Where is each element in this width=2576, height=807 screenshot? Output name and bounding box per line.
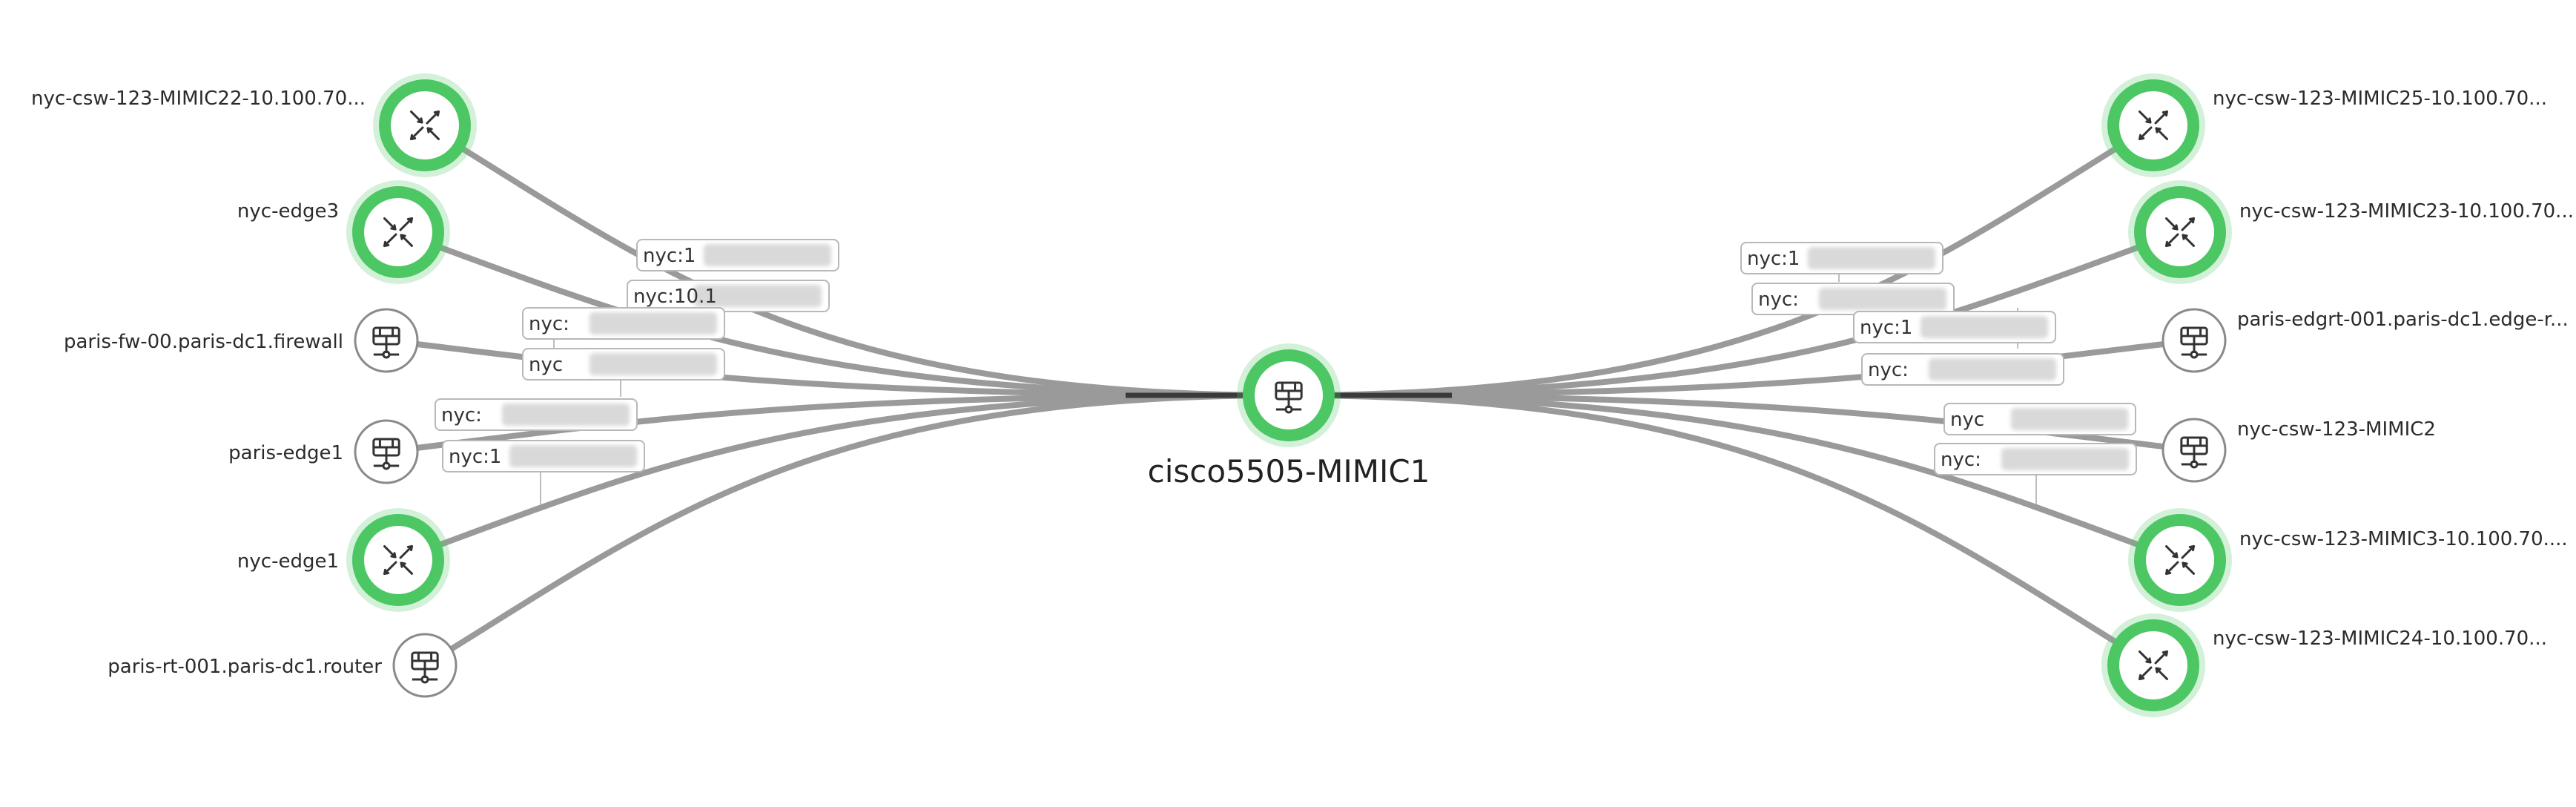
link-label-left-3[interactable]: nyc [522, 348, 725, 381]
link-line-right[interactable] [1286, 122, 2156, 398]
node-nyc-csw-123-mimic23-10-100-70[interactable]: nyc-csw-123-MIMIC23-10.100.70... [2128, 180, 2574, 284]
link-label-text: nyc: [1941, 449, 1981, 471]
redacted-region [589, 353, 717, 375]
nodes-layer: nyc-csw-123-MIMIC22-10.100.70... nyc-edge… [31, 73, 2574, 717]
link-label-text: nyc: [441, 404, 482, 426]
link-label-left-5[interactable]: nyc:1 [442, 440, 645, 472]
link-label-right-1[interactable]: nyc: [1751, 283, 1955, 315]
redacted-region [2001, 448, 2129, 470]
node-label: paris-rt-001.paris-dc1.router [108, 656, 382, 678]
node-nyc-edge1[interactable]: nyc-edge1 [237, 508, 450, 612]
link-label-left-2[interactable]: nyc: [522, 307, 725, 340]
link-line-left[interactable] [422, 122, 1292, 398]
router-icon [2165, 217, 2195, 247]
firewall-icon [2180, 326, 2208, 359]
node-nyc-csw-123-mimic2[interactable]: nyc-csw-123-MIMIC2 [2161, 418, 2436, 483]
node-label: nyc-csw-123-MIMIC2 [2237, 418, 2436, 441]
router-icon [2139, 650, 2168, 680]
link-label-right-4[interactable]: nyc [1943, 403, 2136, 435]
firewall-icon [372, 326, 400, 359]
redacted-region [509, 445, 637, 467]
link-labels-layer: nyc:1 nyc:10.1 nyc: nyc nyc: nyc:1 nyc:1 nyc: ny… [435, 239, 2137, 504]
node-body [364, 198, 432, 266]
link-label-text: nyc:1 [449, 446, 501, 468]
link-label-text: nyc:1 [1860, 317, 1912, 339]
node-nyc-csw-123-mimic24-10-100-70[interactable]: nyc-csw-123-MIMIC24-10.100.70... [2101, 613, 2547, 717]
link-label-right-5[interactable]: nyc: [1934, 443, 2137, 475]
node-body [2119, 91, 2187, 159]
link-line-right[interactable] [1286, 392, 2197, 453]
node-center[interactable] [1237, 343, 1341, 447]
redacted-region [704, 244, 831, 266]
router-icon [383, 545, 413, 575]
node-label: paris-edge1 [228, 442, 343, 464]
node-nyc-edge3[interactable]: nyc-edge3 [237, 180, 450, 284]
link-label-text: nyc: [1758, 289, 1799, 311]
link-line-left[interactable] [395, 392, 1292, 563]
node-label: nyc-csw-123-MIMIC23-10.100.70... [2239, 200, 2574, 223]
node-label: nyc-csw-123-MIMIC25-10.100.70... [2213, 88, 2547, 110]
firewall-icon [2180, 436, 2208, 469]
node-paris-edge1[interactable]: paris-edge1 [228, 419, 419, 484]
node-body [2146, 526, 2214, 594]
node-nyc-csw-123-mimic22-10-100-70[interactable]: nyc-csw-123-MIMIC22-10.100.70... [31, 73, 477, 177]
link-label-text: nyc:1 [1747, 248, 1800, 270]
link-line-right[interactable] [1286, 337, 2197, 398]
node-label: nyc-edge1 [237, 550, 339, 573]
node-label: nyc-csw-123-MIMIC22-10.100.70... [31, 88, 366, 110]
node-paris-edgrt-001-paris-dc1-edge-r[interactable]: paris-edgrt-001.paris-dc1.edge-r... [2161, 308, 2569, 373]
node-paris-fw-00-paris-dc1-firewall[interactable]: paris-fw-00.paris-dc1.firewall [64, 308, 419, 373]
redacted-region [1819, 288, 1946, 310]
node-body [2119, 631, 2187, 699]
node-nyc-csw-123-mimic3-10-100-70[interactable]: nyc-csw-123-MIMIC3-10.100.70.... [2128, 508, 2568, 612]
link-line-left[interactable] [383, 337, 1292, 398]
link-label-left-4[interactable]: nyc: [435, 398, 638, 431]
link-line-right[interactable] [1286, 392, 2156, 668]
link-label-right-0[interactable]: nyc:1 [1740, 242, 1943, 274]
router-icon [383, 217, 413, 247]
node-nyc-csw-123-mimic25-10-100-70[interactable]: nyc-csw-123-MIMIC25-10.100.70... [2101, 73, 2547, 177]
redacted-region [2011, 408, 2128, 430]
node-label: nyc-csw-123-MIMIC3-10.100.70.... [2239, 528, 2568, 550]
link-label-text: nyc:1 [643, 245, 696, 267]
router-icon [2139, 111, 2168, 140]
redacted-region [1808, 247, 1935, 269]
firewall-icon [411, 651, 439, 684]
redacted-region [1929, 358, 2056, 381]
link-label-text: nyc: [529, 313, 569, 335]
node-body [364, 526, 432, 594]
center-node-label: cisco5505-MIMIC1 [1148, 453, 1430, 490]
node-label: paris-fw-00.paris-dc1.firewall [64, 331, 343, 353]
node-body [391, 91, 459, 159]
router-icon [2165, 545, 2195, 575]
link-label-text: nyc: [1868, 359, 1909, 381]
node-label: nyc-edge3 [237, 200, 339, 223]
firewall-icon [1275, 381, 1303, 414]
redacted-region [589, 312, 717, 335]
redacted-region [502, 404, 630, 426]
node-body [2146, 198, 2214, 266]
node-label: paris-edgrt-001.paris-dc1.edge-r... [2237, 309, 2569, 331]
redacted-region [694, 285, 822, 307]
link-line-right[interactable] [1286, 229, 2183, 398]
link-label-text: nyc [529, 354, 563, 376]
link-line-left[interactable] [422, 392, 1292, 668]
link-line-left[interactable] [383, 392, 1292, 455]
link-line-left[interactable] [395, 229, 1292, 398]
link-label-left-0[interactable]: nyc:1 [636, 239, 839, 271]
router-icon [410, 111, 440, 140]
node-label: nyc-csw-123-MIMIC24-10.100.70... [2213, 628, 2547, 650]
firewall-icon [372, 438, 400, 470]
link-label-text: nyc [1950, 409, 1984, 431]
link-label-left-1[interactable]: nyc:10.1 [627, 280, 830, 312]
link-label-right-3[interactable]: nyc: [1861, 353, 2064, 386]
redacted-region [1921, 316, 2048, 338]
link-label-text: nyc:10.1 [633, 286, 717, 308]
node-paris-rt-001-paris-dc1-router[interactable]: paris-rt-001.paris-dc1.router [108, 633, 458, 698]
link-label-right-2[interactable]: nyc:1 [1853, 311, 2056, 343]
link-line-right[interactable] [1286, 392, 2183, 563]
